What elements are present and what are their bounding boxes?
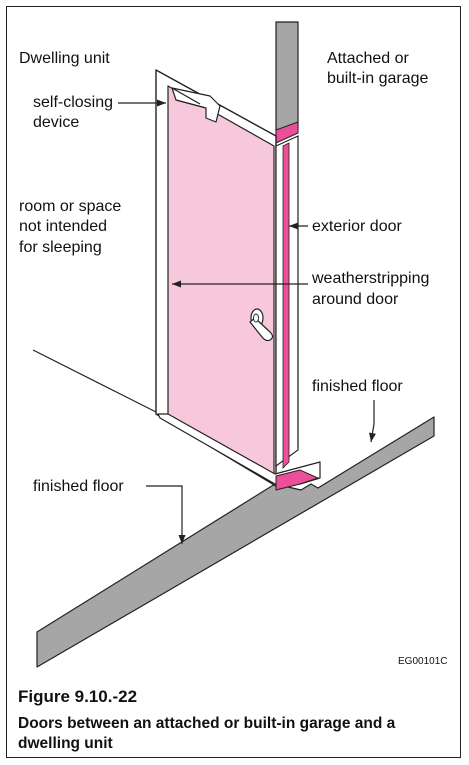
door-diagram: Dwelling unit Attached or built-in garag… xyxy=(19,21,447,668)
label-dwelling-unit: Dwelling unit xyxy=(19,50,110,67)
leader-finished-floor-left xyxy=(146,485,186,544)
label-finished-floor-right: finished floor xyxy=(312,378,403,395)
label-room-line2: not intended xyxy=(19,218,107,235)
label-weatherstripping-line2: around door xyxy=(312,291,399,308)
self-closing-device xyxy=(171,87,221,123)
figure-frame xyxy=(6,6,461,758)
figure-caption: Figure 9.10.-22 Doors between an attache… xyxy=(18,686,448,754)
door-sill xyxy=(157,413,321,485)
weatherstrip-sill xyxy=(275,469,320,491)
label-room-line1: room or space xyxy=(19,198,121,215)
drawing-code: EG00101C xyxy=(398,656,447,667)
label-room-line3: for sleeping xyxy=(19,239,102,256)
label-self-closing-line2: device xyxy=(33,114,79,131)
wall-section xyxy=(275,21,299,139)
label-self-closing-line1: self-closing xyxy=(33,94,113,111)
door-handle xyxy=(249,308,274,342)
figure-title: Doors between an attached or built-in ga… xyxy=(18,715,396,752)
floor-edge-line xyxy=(32,349,161,415)
door-leaf xyxy=(167,85,275,475)
label-garage-line2: built-in garage xyxy=(327,70,429,87)
weatherstrip-edge xyxy=(282,142,290,469)
leader-finished-floor-right xyxy=(369,400,376,443)
label-garage-line1: Attached or xyxy=(327,50,410,67)
label-finished-floor-left: finished floor xyxy=(33,478,124,495)
label-weatherstripping-line1: weatherstripping xyxy=(311,270,429,287)
label-exterior-door: exterior door xyxy=(312,218,402,235)
figure-number: Figure 9.10.-22 xyxy=(18,687,138,706)
